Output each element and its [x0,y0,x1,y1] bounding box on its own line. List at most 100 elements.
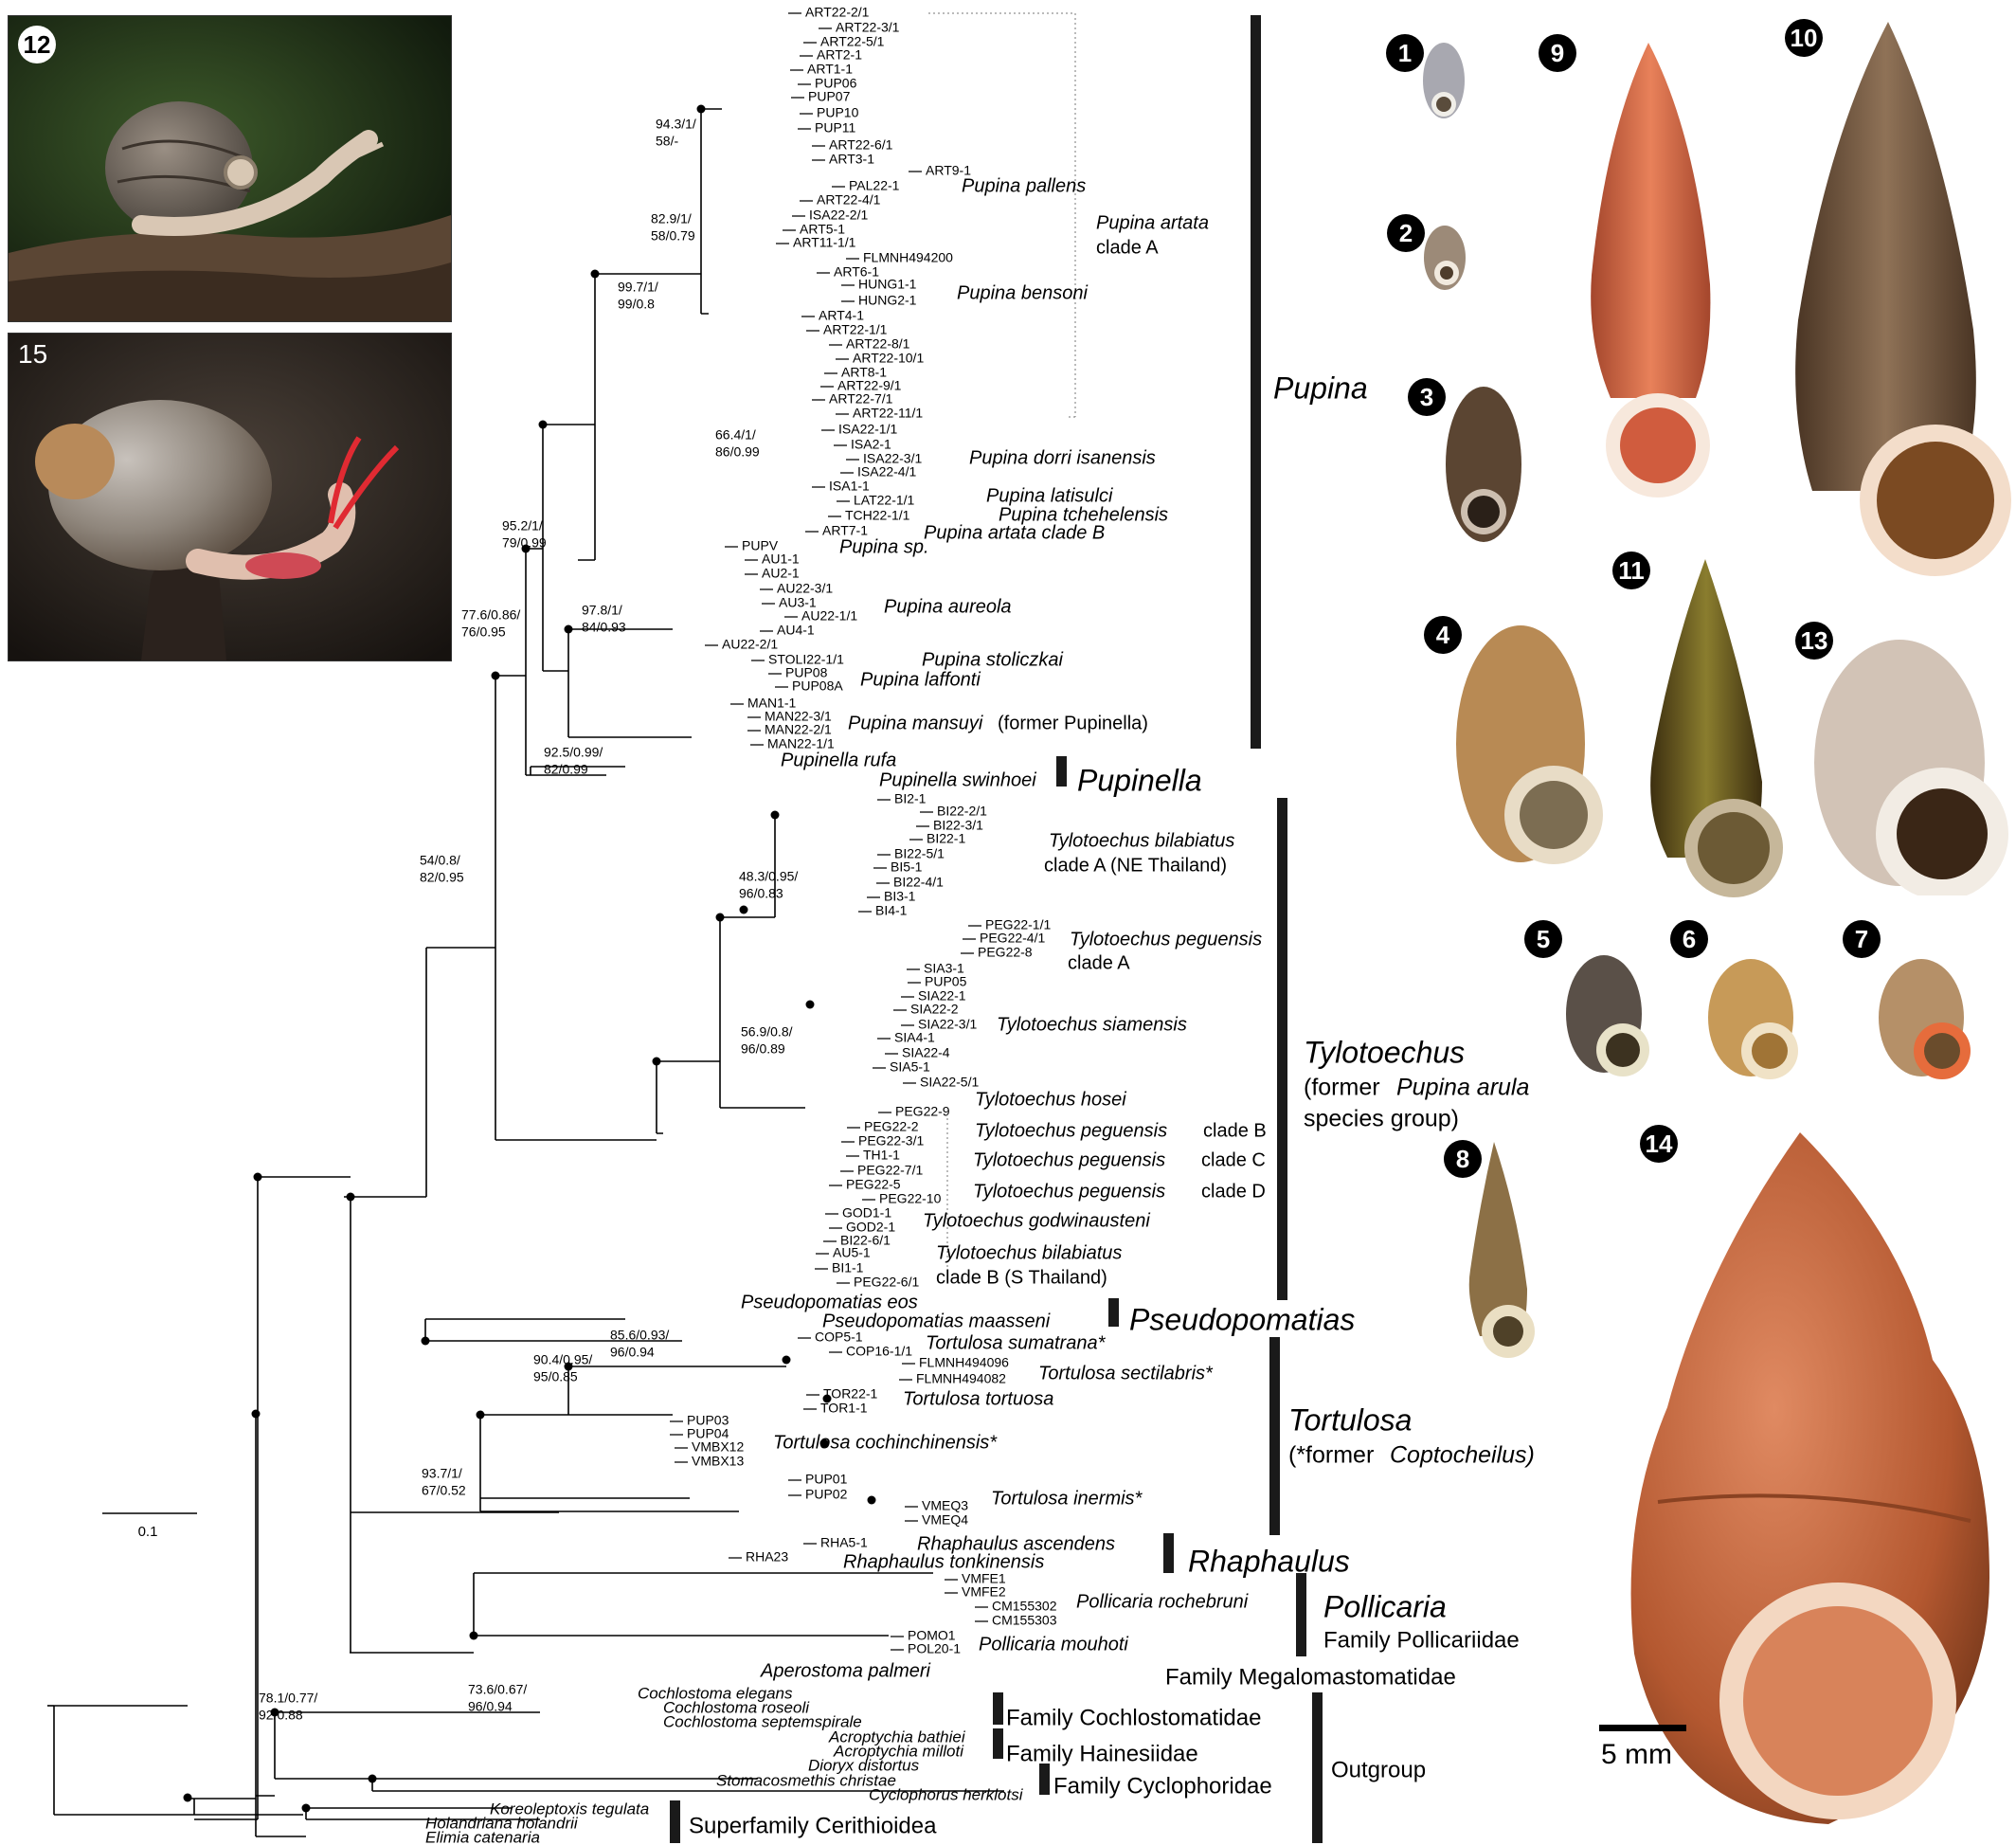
tip-label: BI22-3/1 [933,818,983,833]
node-dot [696,104,706,114]
tip-label: GOD2-1 [846,1220,895,1235]
species-label: Pupina bensoni [957,282,1088,303]
tip-label: AU22-2/1 [722,637,778,652]
node-dot [270,1708,279,1717]
clade-bar [1277,798,1287,1300]
tip-label: SIA3-1 [924,961,964,976]
tip-label: ISA22-4/1 [857,464,916,479]
tip-label: SIA4-1 [894,1030,935,1045]
clade-bar [1163,1533,1174,1573]
species-label: clade D [1201,1181,1266,1202]
tip-label: SIA22-4 [902,1045,950,1060]
shell-image-1 [1423,43,1465,118]
group-label: Pupina arula [1396,1075,1529,1101]
species-label: Pupina sp. [839,536,929,557]
species-label: Pseudopomatias eos [741,1292,918,1312]
species-label: Cochlostoma septemspirale [663,1712,862,1730]
tip-label: VMFE2 [962,1584,1006,1600]
species-label: Pupina aureola [884,596,1012,617]
clade-bar [1296,1573,1306,1656]
species-label: clade B (S Thailand) [936,1267,1107,1288]
tip-label: HUNG1-1 [858,277,917,292]
tip-label: PEG22-1/1 [985,917,1051,932]
species-label: clade A [1096,237,1159,258]
species-label: Pupina artata clade B [924,522,1105,543]
tip-label: ART8-1 [841,365,887,380]
species-label: Pollicaria mouhoti [979,1634,1128,1655]
species-label: Tortulosa cochinchinensis* [773,1432,998,1453]
shell-number-6: 6 [1670,920,1708,958]
species-label: Tylotoechus peguensis [1070,929,1262,950]
tip-label: MAN1-1 [747,696,797,711]
species-label: clade B [1203,1120,1267,1141]
support-value: 66.4/1/ [715,427,756,443]
species-label: Holandriana holandrii [425,1814,579,1832]
tip-label: BI1-1 [832,1260,864,1275]
species-label: clade A [1068,952,1130,973]
species-label: Pupina latisulci [986,485,1113,506]
tip-label: BI22-1 [927,831,965,846]
shell-number-5: 5 [1524,920,1562,958]
support-value: 93.7/1/ [422,1466,462,1481]
tip-label: HUNG2-1 [858,293,917,308]
tip-label: ART6-1 [834,264,879,280]
species-label: Pupina stoliczkai [922,649,1064,670]
species-label: Tortulosa inermis* [991,1488,1143,1509]
group-label: Pollicaria [1323,1589,1447,1623]
species-label: Cochlostoma roseoli [663,1698,810,1716]
node-dot [538,420,548,429]
support-value: 86/0.99 [715,444,760,460]
species-label: Dioryx distortus [808,1756,920,1774]
tip-label: PUP03 [687,1413,729,1428]
tip-label: ART5-1 [800,222,845,237]
node-dot [782,1355,791,1365]
species-label: Tylotoechus peguensis [973,1181,1165,1202]
support-value: 82/0.95 [420,870,464,885]
species-label: clade C [1201,1149,1266,1170]
shell-image-4 [1456,625,1603,864]
tip-label: LAT22-1/1 [854,493,915,508]
tip-label: PUP01 [805,1472,848,1487]
species-label: (former Pupinella) [998,713,1148,733]
tip-label: FLMNH494200 [863,250,953,265]
tip-label: ART22-3/1 [836,20,900,35]
tip-label: PEG22-4/1 [980,931,1045,946]
shell-image-14 [1630,1132,1989,1824]
tip-label: AU2-1 [762,566,800,581]
species-label: clade A (NE Thailand) [1044,855,1227,876]
species-label: Tortulosa tortuosa [903,1388,1053,1409]
tip-label: BI2-1 [894,791,927,806]
tip-label: GOD1-1 [842,1205,891,1221]
tip-label: COP16-1/1 [846,1344,912,1359]
support-value: 95.2/1/ [502,518,543,534]
group-label: Pupina [1273,371,1368,405]
tip-label: ART1-1 [807,62,853,77]
tip-label: BI22-4/1 [893,875,944,890]
clade-bar [993,1728,1003,1759]
tree-branches [53,108,1004,1837]
photo-panel-12: 12 [8,15,452,322]
group-label: Family Cyclophoridae [1053,1773,1272,1799]
clade-bar [1039,1764,1050,1795]
shell-number-8: 8 [1444,1140,1482,1178]
node-dot [590,269,600,279]
species-label: Tylotoechus godwinausteni [923,1210,1150,1231]
tree-scale-label: 0.1 [138,1524,158,1540]
node-dot [715,913,725,922]
tip-label: ART4-1 [819,308,864,323]
tip-label: BI3-1 [884,889,916,904]
tip-label: ART22-8/1 [846,336,910,352]
species-label: Pollicaria rochebruni [1076,1591,1249,1612]
support-value: 48.3/0.95/ [739,869,798,884]
support-value: 94.3/1/ [656,117,696,132]
tip-branches [670,12,988,1651]
support-value: 84/0.93 [582,620,626,635]
tip-label: FLMNH494082 [916,1371,1006,1386]
tip-label: SIA22-1 [918,988,966,1004]
shell-number-1: 1 [1386,34,1424,72]
tip-label: MAN22-1/1 [767,736,835,751]
tip-label: SIA5-1 [890,1059,930,1075]
scale-bar [1599,1725,1686,1731]
species-label: Pupina laffonti [860,669,981,690]
shell-image-2 [1424,226,1466,290]
